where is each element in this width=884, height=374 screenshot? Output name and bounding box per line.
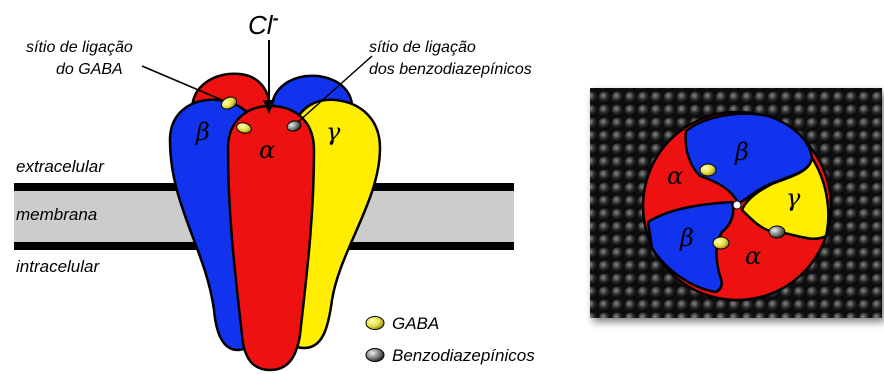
top-gaba-site-lower <box>713 237 729 249</box>
legend-benzodiazepine-label: Benzodiazepínicos <box>392 346 535 365</box>
top-beta-lower-label: β <box>679 224 694 252</box>
extracellular-label: extracelular <box>16 157 105 176</box>
intracellular-label: intracelular <box>16 257 100 276</box>
central-pore <box>733 201 741 209</box>
top-alpha-lower-label: α <box>745 242 761 270</box>
top-gamma-label: γ <box>786 184 801 212</box>
membrane-label: membrana <box>16 205 97 224</box>
gamma-label: γ <box>326 118 341 146</box>
beta-label: β <box>195 118 210 146</box>
top-benzodiazepine-site <box>769 226 785 238</box>
top-alpha-upper-label: α <box>667 162 683 190</box>
legend: GABA Benzodiazepínicos <box>366 314 535 365</box>
alpha-label: α <box>259 136 275 164</box>
gaba-site-label: sítio de ligação do GABA <box>26 39 137 78</box>
benzodiazepine-site-label: sítio de ligação dos benzodiazepínicos <box>369 39 532 78</box>
legend-benzodiazepine-icon <box>366 349 384 362</box>
receptor-top-view: β α γ β α <box>590 88 882 318</box>
top-beta-label: β <box>734 138 749 166</box>
legend-gaba-label: GABA <box>392 314 439 333</box>
chloride-ion-label: Cl- <box>248 8 279 40</box>
legend-gaba-icon <box>366 317 384 330</box>
top-gaba-site-upper <box>700 164 716 176</box>
